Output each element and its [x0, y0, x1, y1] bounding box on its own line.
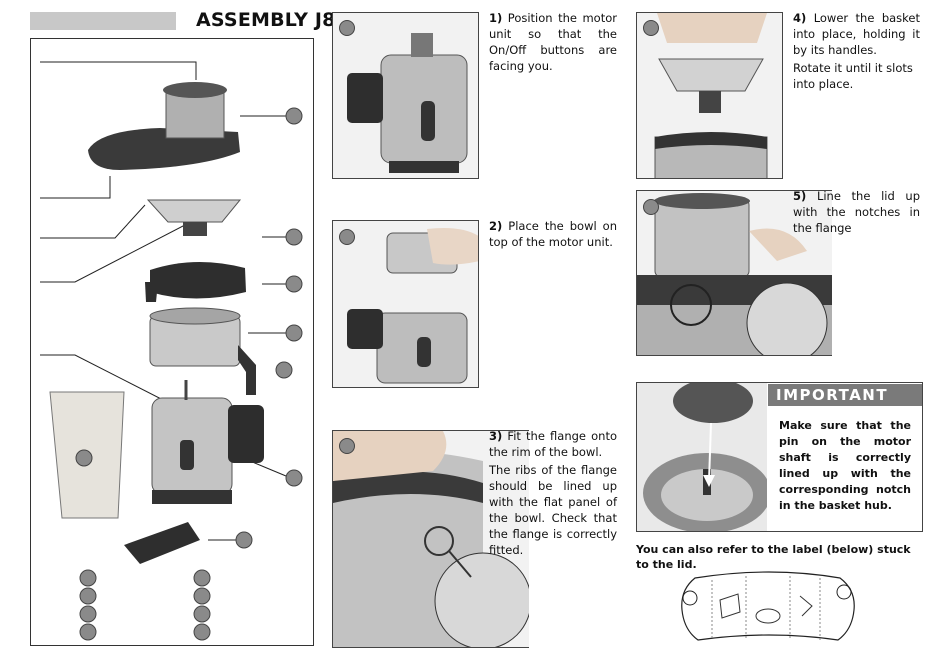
step-4-line1: Lower the basket into place, holding it …: [793, 11, 920, 57]
step-2-marker: [339, 229, 355, 245]
step-4-text: 4) Lower the basket into place, holding …: [793, 11, 920, 91]
step-1-photo: [332, 12, 479, 179]
step-1-text: 1) Position the motor unit so that the O…: [489, 11, 617, 73]
page-title: ASSEMBLY J80: [196, 9, 350, 31]
step-1-number: 1: [489, 11, 498, 25]
step-2-photo: [332, 220, 479, 388]
step-1-marker: [339, 20, 355, 36]
important-photo: [637, 383, 767, 531]
step-5-photo: [636, 190, 832, 356]
step-4-line2: Rotate it until it slots into place.: [793, 61, 913, 91]
step-4-number: 4: [793, 11, 802, 25]
step-3-text: 3) Fit the flange onto the rim of the bo…: [489, 429, 617, 557]
exploded-view-panel: [30, 38, 314, 646]
step-2-text: 2) Place the bowl on top of the motor un…: [489, 219, 617, 249]
step-4-marker: [643, 20, 659, 36]
important-box: [636, 382, 923, 532]
step-4-photo: [636, 12, 783, 179]
label-note: You can also refer to the label (below) …: [636, 543, 911, 571]
step-5-number: 5: [793, 189, 802, 203]
step-1-body: Position the motor unit so that the On/O…: [489, 11, 617, 73]
step-3-line2: The ribs of the flange should be lined u…: [489, 463, 617, 557]
step-5-marker: [643, 199, 659, 215]
important-heading: IMPORTANT: [768, 384, 922, 406]
header-bar: [30, 12, 176, 30]
step-3-marker: [339, 438, 355, 454]
step-5-text: 5) Line the lid up with the notches in t…: [793, 189, 920, 235]
step-3-number: 3: [489, 429, 498, 443]
step-3-photo: [332, 430, 529, 648]
step-3-line1: Fit the flange onto the rim of the bowl.: [489, 429, 617, 459]
step-2-number: 2: [489, 219, 498, 233]
important-text: Make sure that the pin on the motor shaf…: [779, 419, 911, 512]
step-5-body: Line the lid up with the notches in the …: [793, 189, 920, 235]
step-2-body: Place the bowl on top of the motor unit.: [489, 219, 617, 249]
